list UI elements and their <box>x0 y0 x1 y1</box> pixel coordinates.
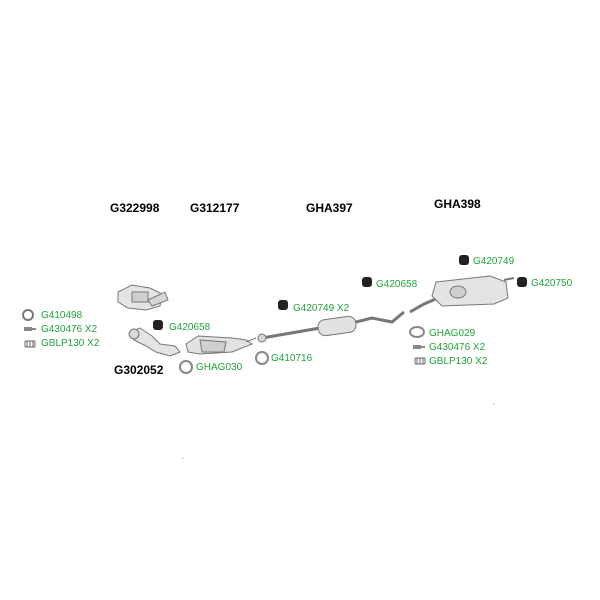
part-label-left-spring[interactable]: GBLP130 X2 <box>41 338 100 349</box>
assembly-label-g302052: G302052 <box>114 363 164 377</box>
rubber-hanger-icon[interactable] <box>517 277 527 287</box>
bolt-icon[interactable] <box>413 345 425 349</box>
catalytic-converter-icon[interactable] <box>185 335 257 355</box>
muffler-icon[interactable] <box>409 275 515 314</box>
spring-icon[interactable] <box>24 340 36 348</box>
part-label-spring-rear[interactable]: GBLP130 X2 <box>429 356 488 367</box>
part-label-gasket-front[interactable]: GHAG030 <box>196 362 243 373</box>
rubber-hanger-icon[interactable] <box>153 320 163 330</box>
ring-icon[interactable] <box>22 309 34 321</box>
downpipe-icon[interactable] <box>128 327 181 357</box>
ring-icon[interactable] <box>255 351 269 365</box>
assembly-label-g322998: G322998 <box>110 201 160 215</box>
part-label-left-bolt[interactable]: G430476 X2 <box>41 324 98 335</box>
assembly-label-gha398: GHA398 <box>434 197 481 211</box>
manifold-icon[interactable] <box>117 284 169 311</box>
part-label-hanger-front[interactable]: G420658 <box>169 322 211 333</box>
part-label-bolt-rear[interactable]: G430476 X2 <box>429 342 486 353</box>
part-label-hanger-mid[interactable]: G420749 X2 <box>293 303 350 314</box>
spring-icon[interactable] <box>414 357 426 365</box>
part-label-hanger-rear-left[interactable]: G420658 <box>376 279 418 290</box>
assembly-label-g312177: G312177 <box>190 201 240 215</box>
part-label-hanger-rear-top[interactable]: G420749 <box>473 256 515 267</box>
bolt-icon[interactable] <box>24 327 36 331</box>
rubber-hanger-icon[interactable] <box>362 277 372 287</box>
center-pipe-icon[interactable] <box>257 310 405 343</box>
rubber-hanger-icon[interactable] <box>459 255 469 265</box>
part-label-left-ring[interactable]: G410498 <box>41 310 83 321</box>
rubber-hanger-icon[interactable] <box>278 300 288 310</box>
part-label-hanger-rear-right[interactable]: G420750 <box>531 278 573 289</box>
gasket-icon[interactable] <box>409 326 425 338</box>
assembly-label-gha397: GHA397 <box>306 201 353 215</box>
gasket-icon[interactable] <box>179 360 193 374</box>
part-label-gasket-rear[interactable]: GHAG029 <box>429 328 476 339</box>
part-label-ring-mid[interactable]: G410716 <box>271 353 313 364</box>
